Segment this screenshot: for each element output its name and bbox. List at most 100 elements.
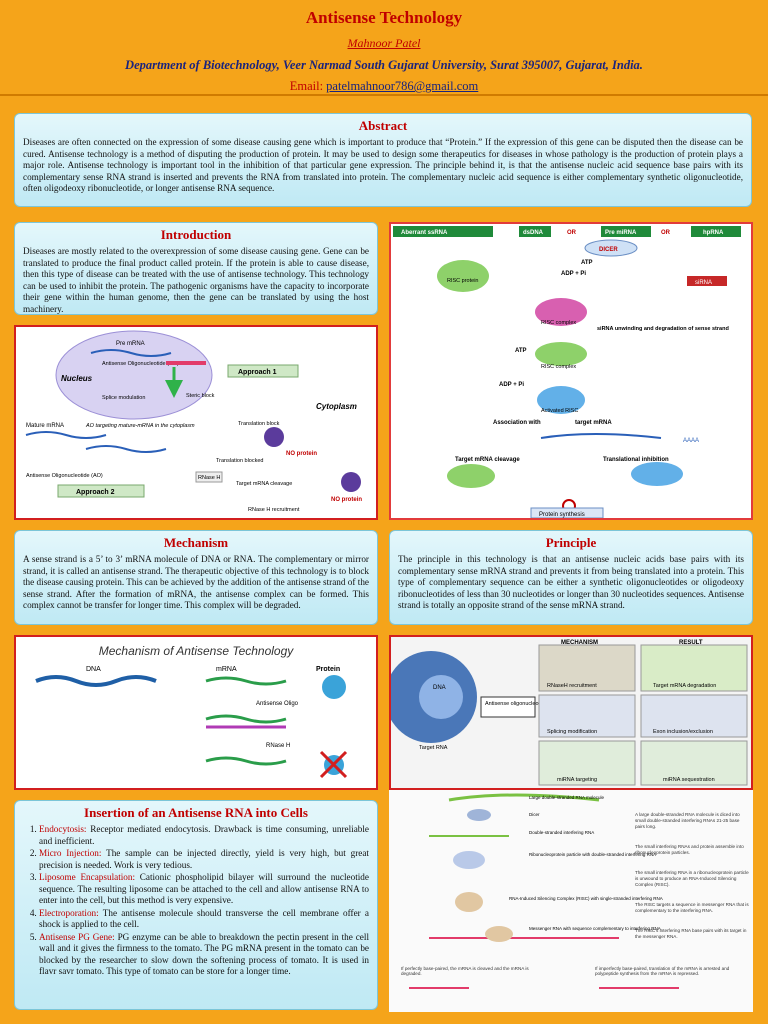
principle-box: Principle The principle in this technolo…: [389, 530, 753, 625]
mechanism-text: A sense strand is a 5’ to 3’ mRNA molecu…: [23, 554, 369, 610]
rnai-or-1: OR: [567, 230, 577, 236]
insertion-item: Micro Injection: The sample can be injec…: [39, 848, 369, 871]
cytoplasm-label: Cytoplasm: [316, 402, 357, 411]
rnai-activated: Activated RISC: [541, 408, 578, 414]
rnai-cleavage: Target mRNA cleavage: [455, 457, 520, 463]
sirna-note: The small interfering RNAs and protein a…: [635, 843, 744, 855]
insertion-item: Antisense PG Gene: PG enzyme can be able…: [39, 932, 369, 978]
ao-label: Antisense Oligonucleotide (AO): [102, 361, 179, 367]
sirna-note: The RISC's interfering RNA base pairs wi…: [635, 927, 747, 939]
mech-rnase-label: RNase H: [266, 743, 290, 749]
mature-mrna-label: Mature mRNA: [26, 423, 64, 429]
result-mechanism-header: MECHANISM: [561, 640, 598, 646]
sirna-note: The RISC targets a sequence in messenger…: [635, 901, 749, 913]
no-protein-label: NO protein: [286, 451, 317, 457]
sirna-label-3: Double-stranded interfering RNA: [529, 830, 594, 835]
mechanism-figure: Mechanism of Antisense Technology DNA mR…: [14, 635, 378, 790]
introduction-text: Diseases are mostly related to the overe…: [23, 246, 369, 314]
rnai-aberrant: Aberrant ssRNA: [401, 230, 448, 236]
approach-diagram: Nucleus Cytoplasm Pre mRNA Antisense Oli…: [25, 330, 362, 513]
insertion-heading: Insertion of an Antisense RNA into Cells: [84, 805, 308, 820]
translation-blocked-label: Translation blocked: [216, 458, 264, 464]
sirna-imperfect: If imperfectly base-paired, translation …: [595, 966, 730, 976]
email-link[interactable]: patelmahnoor786@gmail.com: [326, 79, 479, 93]
email-line: Email: patelmahnoor786@gmail.com: [0, 79, 768, 94]
sirna-label-6: Messenger RNA with sequence complementar…: [529, 926, 661, 931]
rnai-atp-2: ATP: [515, 348, 527, 354]
rnai-protein-synth: Protein synthesis: [539, 512, 585, 518]
pre-mrna-label: Pre mRNA: [116, 341, 145, 347]
result-result-header: RESULT: [679, 640, 703, 646]
mech-fig-title: Mechanism of Antisense Technology: [99, 644, 295, 658]
insertion-item: Liposome Encapsulation: Cationic phospho…: [39, 872, 369, 907]
recruit-label: RNase H recruitment: [248, 507, 300, 513]
department: Department of Biotechnology, Veer Narmad…: [125, 58, 643, 72]
insertion-list: Endocytosis: Receptor mediated endocytos…: [23, 824, 369, 978]
approach-1-label: Approach 1: [238, 369, 277, 376]
mechanism-box: Mechanism A sense strand is a 5’ to 3’ m…: [14, 530, 378, 625]
result-degradation: Target mRNA degradation: [653, 683, 716, 689]
result-figure: MECHANISM RESULT DNA Target RNA Antisens…: [389, 635, 753, 790]
mech-protein-label: Protein: [316, 666, 340, 673]
mech-dna-label: DNA: [86, 666, 101, 673]
author-name: Mahnoor Patel: [347, 36, 421, 50]
sirna-note: A large double-stranded RNA molecule is …: [635, 812, 740, 829]
mech-oligo-label: Antisense Oligo: [256, 701, 299, 707]
ao2-label: Antisense Oligonucleotide (AO): [26, 473, 103, 479]
result-rnaseh: RNaseH recruitment: [547, 683, 597, 689]
rnai-assoc: Association with: [493, 420, 541, 426]
rnai-risc-protein: RISC protein: [447, 278, 479, 284]
translation-block-label: Translation block: [238, 421, 280, 427]
abstract-heading: Abstract: [358, 118, 408, 133]
splice-label: Splice modulation: [102, 395, 145, 401]
sirna-perfect: If perfectly base-paired, the mRNA is cl…: [401, 966, 529, 976]
result-exon: Exon inclusion/exclusion: [653, 729, 713, 735]
rnai-unwind: siRNA unwinding and degradation of sense…: [597, 326, 729, 332]
rnai-dsdna: dsDNA: [523, 230, 544, 236]
insertion-item: Endocytosis: Receptor mediated endocytos…: [39, 824, 369, 847]
rnai-atp: ATP: [581, 260, 593, 266]
sirna-label-4: Ribonucleoprotein particle with double-s…: [529, 852, 656, 857]
rnai-sirna: siRNA: [695, 280, 712, 286]
sirna-note: The small interfering RNA in a ribonucle…: [635, 869, 749, 887]
poster-header: Antisense Technology Mahnoor Patel Depar…: [0, 0, 768, 96]
poster-title: Antisense Technology: [305, 8, 463, 27]
result-mirna-target: miRNA targeting: [557, 777, 597, 783]
principle-heading: Principle: [545, 535, 597, 550]
insertion-box: Insertion of an Antisense RNA into Cells…: [14, 800, 378, 1010]
ao-target-label: AO targeting mature-mRNA in the cytoplas…: [85, 423, 195, 429]
rnai-premirna: Pre miRNA: [605, 230, 637, 236]
cleavage-label: Target mRNA cleavage: [236, 481, 292, 487]
rnai-or-2: OR: [661, 230, 671, 236]
rnai-adp-2: ADP + Pi: [499, 382, 524, 388]
email-label: Email:: [289, 79, 324, 93]
mech-mrna-label: mRNA: [216, 666, 237, 673]
nucleus-label: Nucleus: [61, 374, 93, 383]
steric-label: Steric block: [186, 393, 215, 399]
rnai-adp: ADP + Pi: [561, 271, 586, 277]
approach-figure: Nucleus Cytoplasm Pre mRNA Antisense Oli…: [14, 325, 378, 520]
result-dna-label: DNA: [433, 685, 446, 691]
rnai-dicer: DICER: [599, 247, 618, 253]
result-antisense-label: Antisense oligonucleotide: [485, 701, 547, 707]
sirna-figure: Large double-stranded RNA molecule Dicer…: [389, 790, 753, 1012]
abstract-text: Diseases are often connected on the expr…: [23, 137, 743, 193]
rnai-inhibition: Translational inhibition: [603, 457, 669, 463]
rnai-target: target mRNA: [575, 420, 612, 426]
sirna-diagram: Large double-stranded RNA molecule Dicer…: [401, 793, 749, 989]
rnai-diagram: Aberrant ssRNA dsDNA OR Pre miRNA OR hpR…: [393, 226, 741, 518]
result-mirna-seq: miRNA sequestration: [663, 777, 715, 783]
sirna-label-1: Large double-stranded RNA molecule: [529, 795, 605, 800]
mechanism-diagram: Mechanism of Antisense Technology DNA mR…: [35, 644, 348, 779]
introduction-heading: Introduction: [160, 227, 232, 242]
rnai-hprna: hpRNA: [703, 230, 724, 236]
sirna-label-5: RNA-Induced Silencing Complex (RISC) wit…: [509, 896, 663, 901]
principle-text: The principle in this technology is that…: [398, 554, 744, 610]
insertion-item: Electroporation: The antisense molecule …: [39, 908, 369, 931]
rnai-aaaa: AAAA: [683, 438, 699, 444]
rnai-figure: Aberrant ssRNA dsDNA OR Pre miRNA OR hpR…: [389, 222, 753, 520]
mechanism-heading: Mechanism: [163, 535, 229, 550]
result-diagram: MECHANISM RESULT DNA Target RNA Antisens…: [391, 637, 751, 788]
sirna-label-2: Dicer: [529, 812, 540, 817]
rnase-label: RNase H: [198, 475, 220, 481]
